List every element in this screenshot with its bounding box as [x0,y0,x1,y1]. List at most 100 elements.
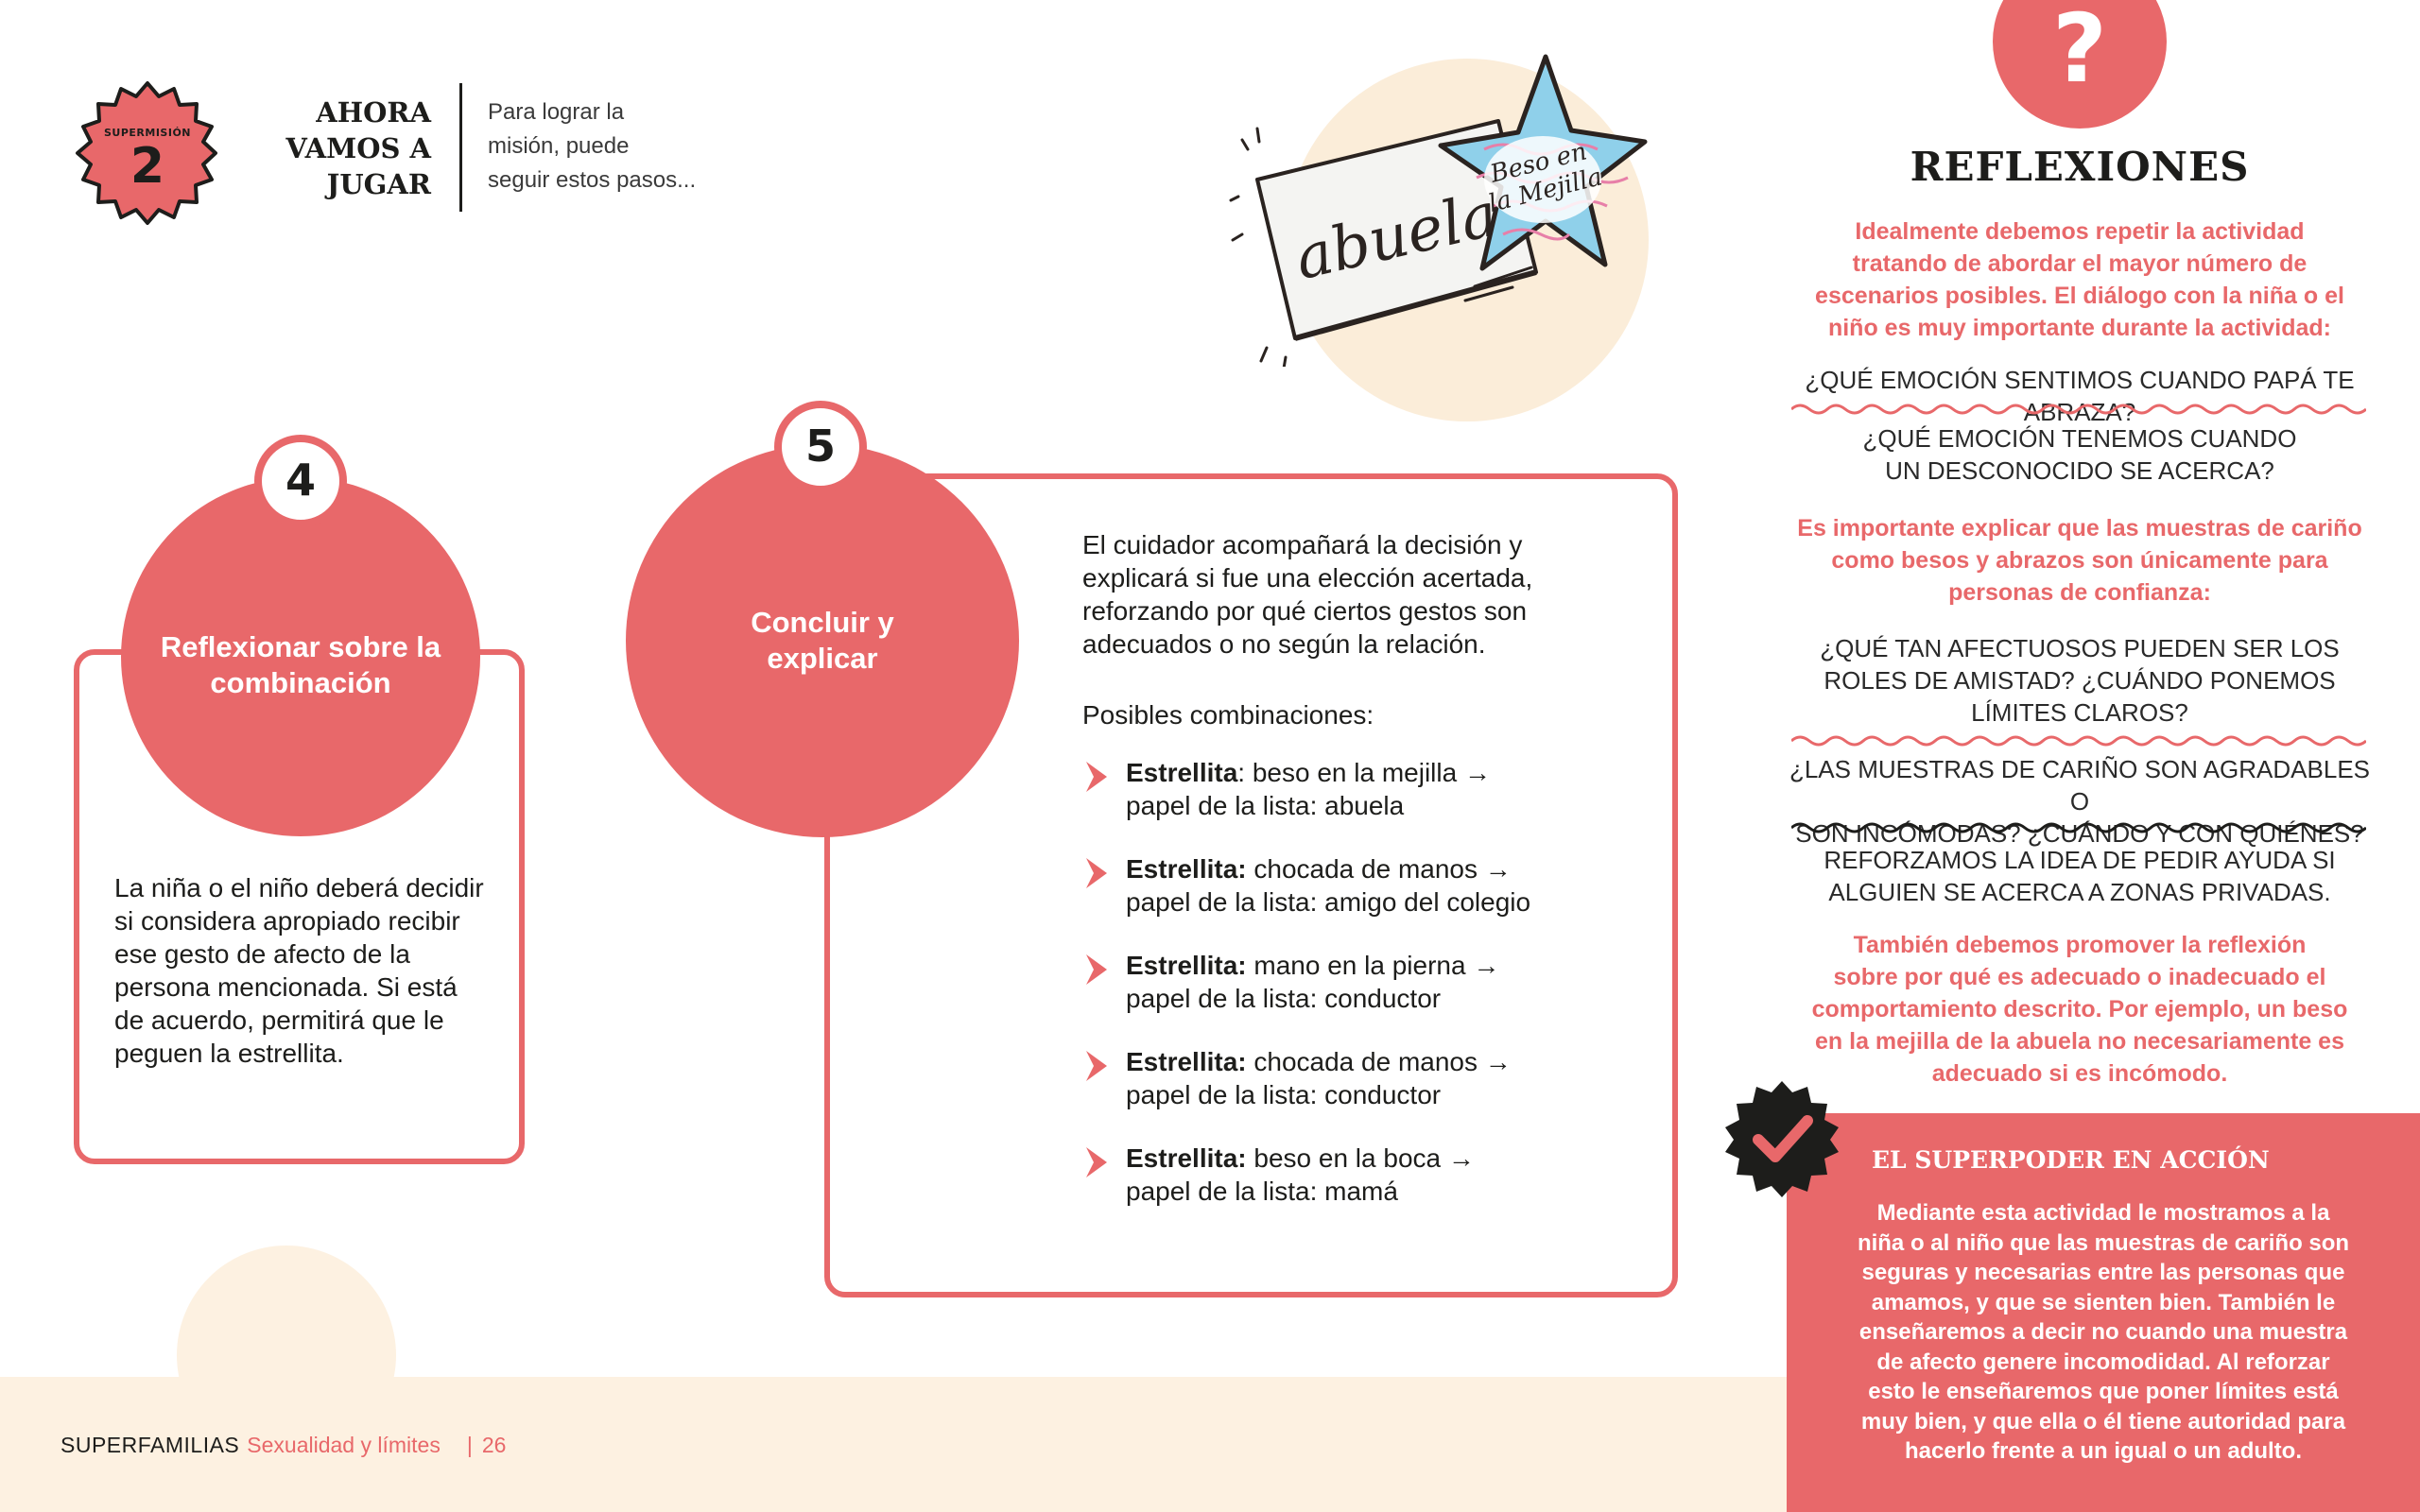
combination-item: Estrellita: mano en la pierna → papel de… [1082,949,1536,1015]
sp-line: Mediante esta actividad le mostramos a l… [1876,1200,2330,1226]
step4-number: 4 [254,435,347,527]
body-line: peguen la estrellita. [114,1039,344,1068]
body-line: ese gesto de afecto de la [114,939,410,969]
body-line: adecuados o no según la relación. [1082,629,1486,659]
note-line: personas de confianza: [1948,579,2211,606]
combinations-heading: Posibles combinaciones: [1082,700,1374,730]
body-line: reforzando por qué ciertos gestos son [1082,596,1528,626]
intro-line: Idealmente debemos repetir la actividad [1855,218,2305,245]
sp-line: seguras y necesarias entre las personas … [1861,1260,2345,1285]
question-mark-icon: ? [1993,0,2167,129]
subtitle-line: misión, puede [488,133,630,159]
step5-body: El cuidador acompañará la decisión y exp… [1082,528,1574,661]
combo-gesture: chocada de manos → [1246,1047,1512,1076]
note-line: como besos y abrazos son únicamente para [1831,547,2328,574]
header-divider [459,83,462,212]
superpoder-panel [1787,1113,2420,1512]
closing-line: comportamiento descrito. Por ejemplo, un… [1811,996,2348,1022]
question-line: ¿QUÉ EMOCIÓN TENEMOS CUANDO [1862,424,2297,453]
question-3: ¿QUÉ TAN AFECTUOSOS PUEDEN SER LOS ROLES… [1777,632,2382,729]
sp-line: de afecto genere incomodidad. Al reforza… [1876,1349,2330,1375]
chevron-right-icon [1086,1147,1107,1177]
chevron-right-icon [1086,858,1107,888]
closing-line: adecuado si es incómodo. [1931,1060,2228,1087]
question-1: ¿QUÉ EMOCIÓN SENTIMOS CUANDO PAPÁ TE ABR… [1805,366,2355,426]
combo-role: papel de la lista: amigo del colegio [1126,887,1531,917]
body-line: de acuerdo, permitirá que le [114,1005,444,1035]
title-line: VAMOS A [285,132,431,164]
chevron-right-icon [1086,1051,1107,1081]
step4-title-line: combinación [210,666,391,699]
body-line: La niña o el niño deberá decidir [114,873,484,902]
reflexiones-note: Es importante explicar que las muestras … [1777,512,2382,609]
body-line: explicará si fue una elección acertada, [1082,563,1533,593]
sp-line: muy bien, y que ella o él tiene autorida… [1860,1408,2346,1435]
subtitle-line: seguir estos pasos... [488,167,697,193]
combo-role: papel de la lista: conductor [1126,1080,1442,1109]
step5-title: Concluir y explicar [626,605,1019,677]
combo-gesture: beso en la boca → [1246,1143,1475,1173]
page-title: AHORA VAMOS A JUGAR [227,94,431,202]
sp-line: hacerlo frente a un igual o un adulto. [1904,1438,2303,1464]
combo-role: papel de la lista: mamá [1126,1177,1398,1206]
step4-title-line: Reflexionar sobre la [160,630,441,663]
superpoder-body: Mediante esta actividad le mostramos a l… [1806,1198,2401,1467]
closing-line: También debemos promover la reflexión [1853,932,2307,958]
closing-line: sobre por qué es adecuado o inadecuado e… [1833,964,2326,990]
page-number: 26 [481,1433,507,1457]
question-line: LÍMITES CLAROS? [1971,698,2188,727]
combination-item: Estrellita: chocada de manos → papel de … [1082,852,1536,919]
combination-item: Estrellita: beso en la boca → papel de l… [1082,1142,1536,1208]
badge-burst-icon [76,81,217,225]
reflexiones-closing: También debemos promover la reflexión so… [1777,929,2382,1090]
body-line: persona mencionada. Si está [114,972,458,1002]
question-5: REFORZAMOS LA IDEA DE PEDIR AYUDA SI ALG… [1777,844,2382,908]
question-4: ¿LAS MUESTRAS DE CARIÑO SON AGRADABLES O… [1777,753,2382,850]
intro-line: tratando de abordar el mayor número de [1852,250,2308,277]
step5-circle [626,444,1019,837]
sp-line: amamos, y que se sienten bien. También l… [1871,1289,2336,1315]
supermision-badge: SUPERMISIÓN 2 [74,79,221,227]
sp-line: enseñaremos a decir no cuando una muestr… [1858,1319,2348,1345]
header-subtitle: Para lograr la misión, puede seguir esto… [488,95,734,198]
step4-body: La niña o el niño deberá decidir si cons… [114,871,502,1070]
badge-number: 2 [130,138,165,195]
combo-label: Estrellita: [1126,1047,1247,1076]
chevron-right-icon [1086,762,1107,792]
combo-label: Estrellita: [1126,1143,1247,1173]
sp-line: niña o al niño que las muestras de cariñ… [1857,1229,2350,1256]
combination-item: Estrellita: beso en la mejilla → papel d… [1082,756,1536,822]
note-line: Es importante explicar que las muestras … [1797,515,2362,541]
combo-role: papel de la lista: abuela [1126,791,1405,820]
combo-gesture: beso en la mejilla → [1245,758,1491,787]
footer-separator: | [466,1433,473,1457]
wavy-divider [1791,404,2366,415]
body-line: si considera apropiado recibir [114,906,460,936]
combo-label: Estrellita [1126,758,1238,787]
title-line: JUGAR [326,168,431,200]
decorative-circle [177,1246,396,1465]
step4-title: Reflexionar sobre la combinación [121,629,480,701]
title-line: AHORA [316,96,431,129]
combo-role: papel de la lista: conductor [1126,984,1442,1013]
name-card: abuela [1229,119,1538,367]
sticker-illustration: abuela Beso en la Mejilla [1229,54,1648,367]
wavy-divider [1791,822,2366,833]
badge-label: SUPERMISIÓN [103,127,191,139]
reflexiones-intro: Idealmente debemos repetir la actividad … [1777,215,2382,344]
step4-circle [121,477,480,836]
step5-title-line: explicar [767,642,878,675]
footer-brand: SUPERFAMILIAS [60,1433,240,1457]
combo-sep: : [1237,758,1246,787]
superpoder-title: EL SUPERPODER EN ACCIÓN [1872,1146,2270,1174]
combo-gesture: chocada de manos → [1246,854,1512,884]
intro-line: niño es muy importante durante la activi… [1827,315,2332,341]
closing-line: en la mejilla de la abuela no necesariam… [1815,1028,2344,1055]
question-line: REFORZAMOS LA IDEA DE PEDIR AYUDA SI [1824,846,2336,874]
step5-number: 5 [774,401,867,493]
body-line: El cuidador acompañará la decisión y [1082,530,1523,559]
intro-line: escenarios posibles. El diálogo con la n… [1815,283,2344,309]
star-sticker: Beso en la Mejilla [1438,54,1648,271]
sp-line: esto le enseñaremos que poner límites es… [1868,1379,2339,1404]
